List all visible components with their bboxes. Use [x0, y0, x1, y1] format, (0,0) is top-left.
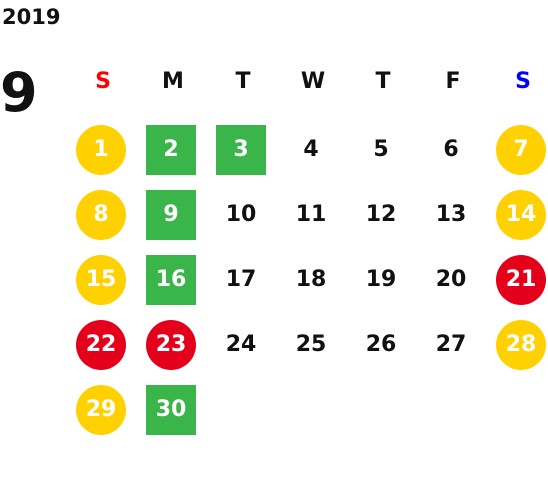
calendar-cell: 10	[208, 183, 278, 248]
calendar-day[interactable]: 13	[435, 202, 467, 227]
calendar-cell: 27	[418, 313, 488, 378]
calendar-day[interactable]: 16	[146, 255, 196, 305]
calendar-cell: 6	[418, 118, 488, 183]
calendar-day[interactable]: 4	[303, 137, 319, 162]
calendar-cell: 3	[208, 118, 278, 183]
calendar-day[interactable]: 28	[496, 320, 546, 370]
calendar-cell: 8	[68, 183, 138, 248]
calendar-day[interactable]: 7	[496, 125, 546, 175]
calendar-cell: 2	[138, 118, 208, 183]
calendar-cell: 17	[208, 248, 278, 313]
calendar-day[interactable]: 14	[496, 190, 546, 240]
weekday-monday: M	[162, 69, 184, 94]
calendar-cell: 24	[208, 313, 278, 378]
calendar-cell: 16	[138, 248, 208, 313]
calendar-cell: 23	[138, 313, 208, 378]
calendar-day[interactable]: 26	[365, 332, 397, 357]
calendar-day[interactable]: 19	[365, 267, 397, 292]
calendar-day[interactable]: 8	[76, 190, 126, 240]
calendar-day[interactable]: 24	[225, 332, 257, 357]
calendar-day[interactable]: 30	[146, 385, 196, 435]
calendar-cell: 7	[488, 118, 548, 183]
calendar-cell: 12	[348, 183, 418, 248]
calendar-day[interactable]: 10	[225, 202, 257, 227]
calendar-cell	[418, 378, 488, 443]
weekday-saturday: S	[515, 69, 531, 94]
calendar-cell: 26	[348, 313, 418, 378]
weekday-header: S M T W T F S	[68, 62, 548, 102]
calendar-cell: 15	[68, 248, 138, 313]
weekday-friday: F	[445, 69, 461, 94]
month-number: 9	[0, 61, 38, 124]
calendar-day[interactable]: 27	[435, 332, 467, 357]
calendar-day[interactable]: 12	[365, 202, 397, 227]
calendar-day[interactable]: 20	[435, 267, 467, 292]
calendar-cell	[208, 378, 278, 443]
calendar-cell: 13	[418, 183, 488, 248]
calendar-day[interactable]: 11	[295, 202, 327, 227]
calendar-day[interactable]: 5	[373, 137, 389, 162]
calendar-cell: 30	[138, 378, 208, 443]
calendar-cell: 25	[278, 313, 348, 378]
calendar-cell: 4	[278, 118, 348, 183]
calendar-cell: 14	[488, 183, 548, 248]
calendar-day[interactable]: 6	[443, 137, 459, 162]
calendar-cell: 28	[488, 313, 548, 378]
calendar-cell: 29	[68, 378, 138, 443]
calendar-day[interactable]: 29	[76, 385, 126, 435]
calendar-cell	[278, 378, 348, 443]
calendar-cell: 19	[348, 248, 418, 313]
calendar-day[interactable]: 23	[146, 320, 196, 370]
year-label: 2019	[2, 5, 61, 29]
weekday-wednesday: W	[300, 69, 326, 94]
calendar-cell: 9	[138, 183, 208, 248]
weekday-sunday: S	[95, 69, 111, 94]
calendar-day[interactable]: 15	[76, 255, 126, 305]
calendar-cell: 20	[418, 248, 488, 313]
calendar-cell: 22	[68, 313, 138, 378]
calendar-day[interactable]: 1	[76, 125, 126, 175]
calendar-day[interactable]: 17	[225, 267, 257, 292]
calendar-cell: 21	[488, 248, 548, 313]
calendar-cell	[488, 378, 548, 443]
calendar-day[interactable]: 2	[146, 125, 196, 175]
calendar-day[interactable]: 18	[295, 267, 327, 292]
calendar-day[interactable]: 25	[295, 332, 327, 357]
calendar-cell	[348, 378, 418, 443]
calendar-day[interactable]: 9	[146, 190, 196, 240]
calendar-cell: 18	[278, 248, 348, 313]
weekday-thursday: T	[375, 69, 391, 94]
calendar-cell: 1	[68, 118, 138, 183]
weekday-tuesday: T	[235, 69, 251, 94]
calendar-cell: 5	[348, 118, 418, 183]
calendar-cell: 11	[278, 183, 348, 248]
calendar-day[interactable]: 3	[216, 125, 266, 175]
calendar-day[interactable]: 22	[76, 320, 126, 370]
calendar-day[interactable]: 21	[496, 255, 546, 305]
